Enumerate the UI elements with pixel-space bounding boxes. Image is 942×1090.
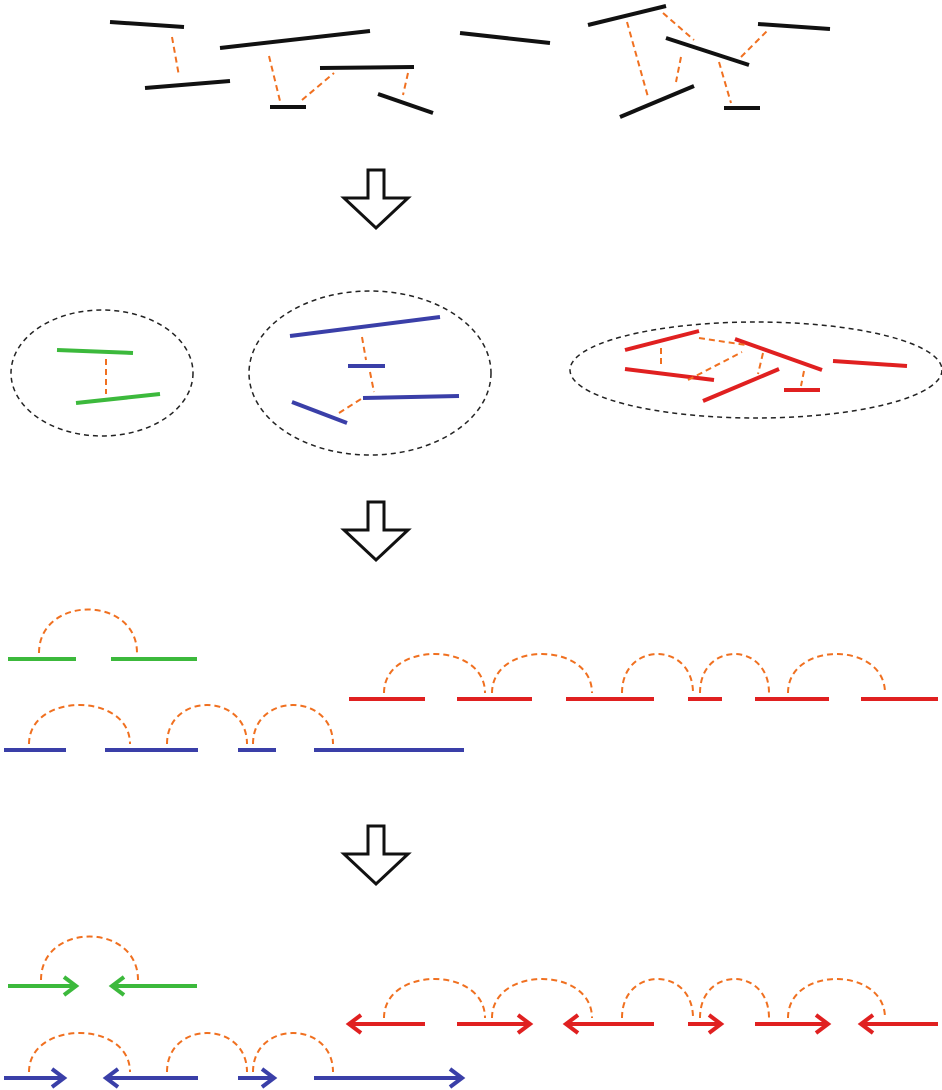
fragment: [459, 31, 551, 45]
mate-arc: [621, 978, 694, 1019]
mate-arc: [252, 1032, 334, 1073]
arrowhead-icon: [516, 1013, 534, 1035]
mate-arc: [252, 704, 334, 745]
fragment: [377, 92, 434, 115]
mate-link: [626, 21, 649, 98]
fragment: [219, 29, 371, 50]
flow-arrow-3: [340, 824, 412, 887]
fragment-red: [702, 367, 780, 403]
mate-link: [757, 352, 764, 375]
mate-arc: [787, 653, 886, 694]
down-arrow-icon: [340, 168, 412, 231]
fragment-red: [624, 367, 715, 382]
mate-arc: [166, 704, 248, 745]
fragment-blue: [289, 315, 441, 338]
cluster-outline: [248, 290, 492, 456]
mate-arc: [491, 653, 593, 694]
arrowhead-icon: [814, 1013, 832, 1035]
arrowhead-icon: [857, 1013, 875, 1035]
mate-link: [338, 398, 362, 414]
flow-arrow-1: [340, 168, 412, 231]
down-arrow-icon: [340, 824, 412, 887]
mate-arc: [383, 978, 486, 1019]
mate-link: [301, 72, 335, 101]
mate-link: [718, 61, 732, 104]
arrowhead-icon: [260, 1067, 278, 1089]
mate-arc: [787, 978, 886, 1019]
mate-arc: [166, 1032, 248, 1073]
mate-link: [800, 370, 805, 387]
mate-link: [369, 371, 375, 393]
fragment: [619, 84, 695, 119]
fragment: [319, 65, 415, 70]
mate-arc: [38, 608, 138, 654]
fragment: [144, 79, 231, 90]
arrowhead-icon: [707, 1013, 725, 1035]
cluster-outline: [10, 309, 194, 437]
arrowhead-icon: [562, 1013, 580, 1035]
stage-oriented-chains: [4, 935, 938, 1089]
mate-arc: [621, 653, 694, 694]
fragment-red: [734, 337, 823, 372]
mate-link: [687, 351, 743, 381]
fragment: [665, 36, 750, 67]
mate-arc: [383, 653, 486, 694]
mate-arc: [40, 935, 139, 981]
arrowhead-icon: [102, 1067, 120, 1089]
mate-link: [171, 36, 180, 77]
cluster-outline: [569, 321, 942, 419]
fragment-green: [75, 392, 161, 405]
stage-scattered-fragments: [109, 4, 831, 119]
arrowhead-icon: [50, 1067, 68, 1089]
mate-link: [675, 56, 682, 83]
fragment-green: [56, 348, 134, 355]
mate-arc: [491, 978, 593, 1019]
flow-arrow-2: [340, 500, 412, 563]
mate-link: [268, 55, 281, 102]
fragment: [109, 20, 185, 29]
arrowhead-icon: [62, 975, 80, 997]
fragment-blue: [362, 394, 460, 400]
stage-ordered-chains: [4, 608, 938, 752]
mate-arc: [699, 978, 770, 1019]
fragment: [587, 4, 667, 27]
stage-clustered-groups: [10, 290, 942, 456]
mate-arc: [699, 653, 770, 694]
fragment-red: [624, 329, 700, 352]
fragment-red: [832, 359, 908, 368]
arrowhead-icon: [448, 1067, 466, 1089]
mate-link: [662, 12, 695, 41]
mate-link: [361, 336, 367, 361]
mate-arc: [28, 1032, 131, 1073]
mate-arc: [28, 704, 131, 745]
arrowhead-icon: [345, 1013, 363, 1035]
fragment: [757, 22, 831, 31]
mate-link: [698, 337, 747, 346]
mate-link: [740, 29, 769, 58]
fragment-blue: [291, 400, 348, 425]
down-arrow-icon: [340, 500, 412, 563]
mate-link: [402, 72, 409, 96]
arrowhead-icon: [108, 975, 126, 997]
